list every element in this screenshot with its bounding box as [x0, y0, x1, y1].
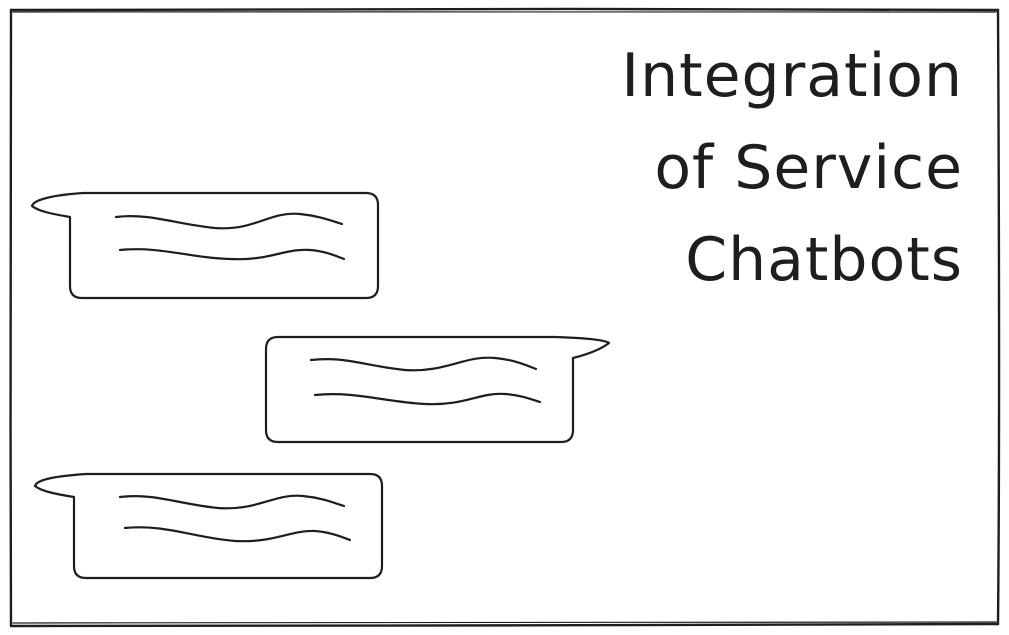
text-placeholder-squiggle [123, 526, 352, 543]
text-placeholder-squiggle [114, 212, 344, 230]
title-line-2: of Service [654, 133, 963, 203]
chat-bubble-outgoing [264, 335, 611, 444]
frame [9, 7, 1001, 628]
text-placeholder-squiggle [313, 392, 542, 406]
text-placeholder-squiggle [118, 494, 346, 510]
text-placeholder-squiggle [309, 356, 538, 372]
diagram-title: Integration of Service Chatbots [503, 30, 963, 306]
text-placeholder-squiggle [118, 248, 346, 261]
title-line-1: Integration [621, 41, 963, 111]
chat-bubble-incoming-1 [30, 191, 380, 300]
title-line-3: Chatbots [685, 225, 963, 295]
chat-bubble-incoming-2 [33, 472, 384, 580]
